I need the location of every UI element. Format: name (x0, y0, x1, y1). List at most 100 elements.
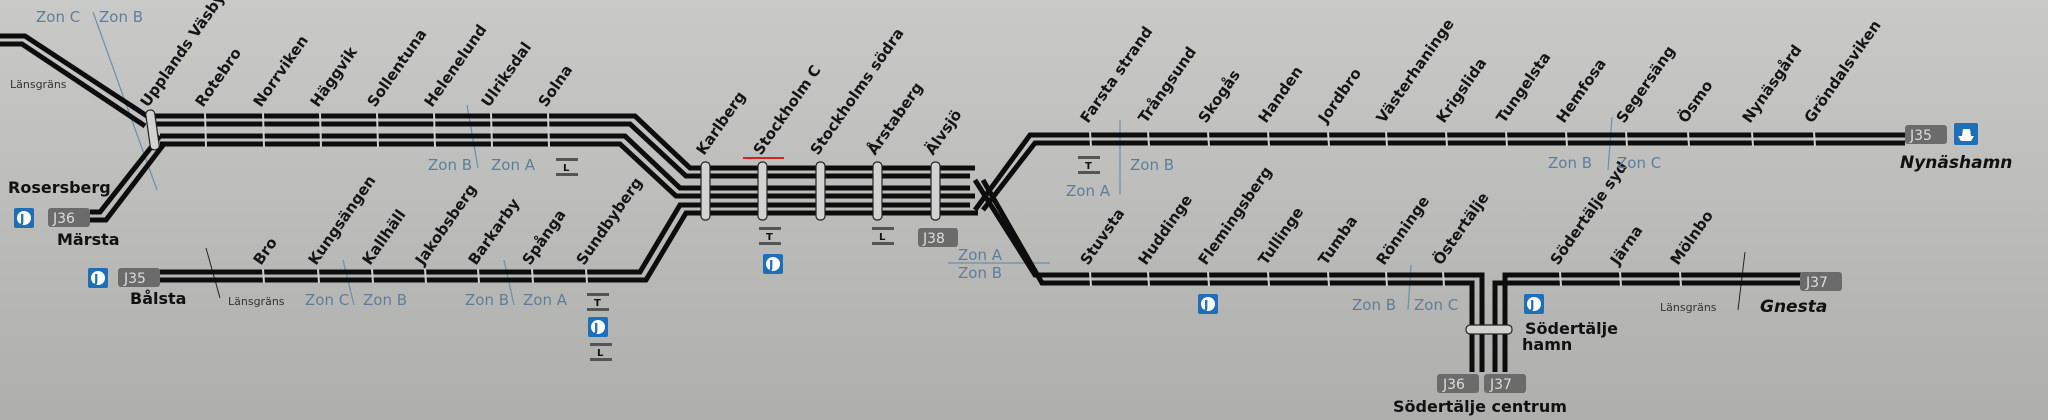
station-tick (477, 268, 480, 284)
terminus-sodertalje-hamn: hamn (1522, 335, 1572, 354)
station-label[interactable]: Norrviken (250, 32, 312, 110)
station-label[interactable]: Sollentuna (364, 26, 431, 111)
station-label[interactable]: Krigslida (1433, 55, 1491, 127)
zone-label: Zon B (1548, 154, 1592, 172)
station-tick (1813, 131, 1816, 147)
line-badges: J36 J35 J38 J35 J37 J36 J37 (48, 125, 1947, 393)
terminus-labels: Rosersberg Märsta Bålsta Nynäshamn Gnest… (8, 153, 2012, 416)
zone-label: Zon A (491, 156, 536, 174)
zone-label: Zon B (1352, 296, 1396, 314)
ferry-icon (1954, 123, 1978, 145)
tram-icon: L (590, 343, 612, 361)
station-label[interactable]: Tullinge (1255, 204, 1308, 269)
terminus-marsta: Märsta (57, 230, 120, 249)
svg-text:T: T (1085, 161, 1092, 172)
zone-label: Zon B (99, 8, 143, 26)
tracks (0, 33, 1905, 372)
station-label[interactable]: Gröndalsviken (1801, 17, 1885, 126)
svg-text:J: J (93, 272, 98, 286)
station-tick (1147, 271, 1150, 287)
svg-text:J: J (768, 258, 773, 272)
zone-label: Zon C (1414, 296, 1458, 314)
station-label[interactable]: Järna (1606, 222, 1647, 269)
station-label[interactable]: Trångsund (1135, 43, 1201, 126)
station-label[interactable]: Stuvsta (1077, 205, 1129, 268)
station-label[interactable]: Kallhäll (359, 206, 410, 268)
commuter-train-icon: J (1524, 294, 1544, 314)
station-tick (1751, 131, 1754, 147)
line-badge-j35: J35 (1905, 125, 1947, 144)
station-label[interactable]: Häggvik (307, 43, 362, 111)
station-label[interactable]: Stockholms södra (807, 25, 908, 159)
station-tick (1445, 131, 1448, 147)
zone-label: Zon B (465, 291, 509, 309)
station-tick (1267, 271, 1270, 287)
svg-text:J35: J35 (1909, 128, 1932, 144)
station-tick (204, 112, 207, 148)
station-tick (371, 268, 374, 284)
svg-text:J: J (19, 212, 24, 226)
station-label[interactable]: Solna (535, 61, 577, 110)
tram-icon: L (872, 227, 894, 245)
station-label[interactable]: Östertälje (1429, 188, 1493, 268)
station-tick (585, 268, 588, 284)
terminus-rosersberg: Rosersberg (8, 178, 111, 197)
station-label[interactable]: Mölnbo (1667, 207, 1717, 268)
station-label[interactable]: Tumba (1315, 212, 1362, 268)
county-border-label: Länsgräns (1660, 301, 1717, 314)
county-border-label: Länsgräns (10, 78, 67, 91)
station-tick (1089, 271, 1092, 287)
commuter-train-icon: J (88, 268, 108, 288)
zone-label: Zon A (1066, 182, 1111, 200)
svg-text:J: J (593, 321, 598, 335)
station-label[interactable]: Tungelsta (1493, 49, 1555, 127)
station-tick (1565, 131, 1568, 147)
station-label[interactable]: Jordbro (1314, 65, 1365, 127)
svg-text:T: T (594, 298, 601, 309)
zone-label: Zon B (1130, 156, 1174, 174)
line-badge-j36: J36 (1437, 374, 1479, 393)
county-border-label: Länsgräns (228, 295, 285, 308)
station-label[interactable]: Sundbyberg (573, 174, 647, 268)
zone-label: Zon B (363, 291, 407, 309)
svg-text:L: L (563, 163, 570, 174)
station-tick (376, 112, 379, 148)
station-label[interactable]: Årstaberg (863, 78, 927, 158)
station-tick (490, 112, 493, 148)
zone-label: Zon A (958, 246, 1003, 264)
station-label[interactable]: Segersäng (1613, 42, 1679, 126)
zone-label: Zon A (523, 291, 568, 309)
terminus-balsta: Bålsta (130, 289, 186, 308)
station-tick (1089, 131, 1092, 147)
svg-text:L: L (879, 232, 886, 243)
station-label[interactable]: Huddinge (1135, 191, 1196, 268)
svg-text:L: L (597, 348, 604, 359)
station-label[interactable]: Hemfosa (1553, 55, 1610, 126)
station-tick (1559, 271, 1562, 287)
station-label[interactable]: Ulriksdal (478, 39, 536, 111)
svg-text:J37: J37 (1489, 377, 1512, 393)
metro-icon: T (1078, 156, 1100, 174)
station-label[interactable]: Barkarby (465, 195, 524, 269)
station-tick (433, 112, 436, 148)
station-label[interactable]: Skogås (1195, 66, 1244, 126)
station-tick (1442, 271, 1445, 287)
line-badge-j38: J38 (918, 228, 958, 247)
terminus-sodertalje-hamn: Södertälje (1525, 319, 1618, 338)
station-label[interactable]: Karlberg (693, 88, 750, 158)
station-label[interactable]: Älvsjö (921, 106, 966, 159)
station-label[interactable]: Bro (250, 234, 281, 268)
zone-label: Zon C (1617, 154, 1661, 172)
terminus-gnesta: Gnesta (1760, 297, 1827, 317)
station-label[interactable]: Spånga (519, 206, 570, 268)
station-label[interactable]: Ösmo (1674, 76, 1717, 126)
zone-label: Zon C (36, 8, 80, 26)
station-label[interactable]: Handen (1255, 63, 1307, 127)
commuter-train-icon: J (588, 317, 608, 337)
station-label[interactable]: Rönninge (1373, 192, 1434, 268)
station-label[interactable]: Rotebro (192, 45, 246, 111)
station-tick (317, 268, 320, 284)
station-label[interactable]: Nynäsgård (1739, 41, 1806, 126)
